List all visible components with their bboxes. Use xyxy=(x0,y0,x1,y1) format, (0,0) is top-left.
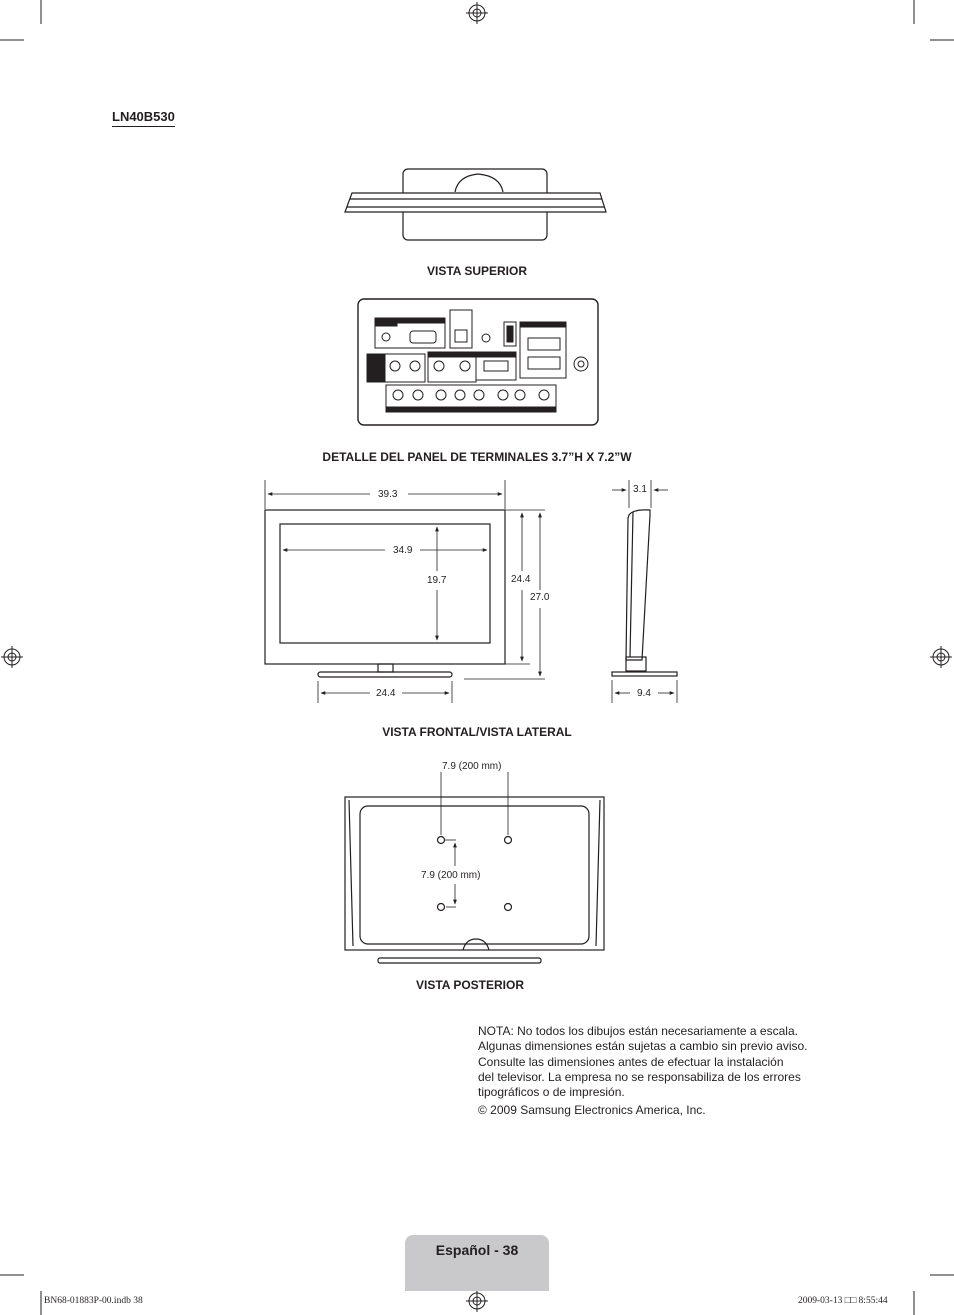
note-line: tipográficos o de impresión. xyxy=(478,1085,625,1100)
caption-front-side-view: VISTA FRONTAL/VISTA LATERAL xyxy=(382,725,572,739)
page-number-label: Español - 38 xyxy=(435,1242,519,1258)
dim-screen-height: 19.7 xyxy=(427,575,447,586)
registration-mark-top xyxy=(466,2,488,24)
disclaimer-note: NOTA: No todos los dibujos están necesar… xyxy=(478,1024,808,1119)
terminal-panel-drawing xyxy=(357,298,599,426)
note-line: Consulte las dimensiones antes de efectu… xyxy=(478,1054,784,1069)
rear-view-dimension-lines xyxy=(440,772,509,908)
dim-height-with-stand: 27.0 xyxy=(530,592,550,603)
dim-stand-depth: 9.4 xyxy=(637,688,651,699)
print-timestamp: 2009-03-13 □□ 8:55:44 xyxy=(798,1296,888,1306)
note-line: del televisor. La empresa no se responsa… xyxy=(478,1069,801,1084)
copyright: © 2009 Samsung Electronics America, Inc. xyxy=(478,1103,706,1118)
caption-rear-view: VISTA POSTERIOR xyxy=(415,978,524,992)
caption-top-view: VISTA SUPERIOR xyxy=(426,264,527,278)
rear-view-drawing xyxy=(344,796,605,964)
note-line: NOTA: No todos los dibujos están necesar… xyxy=(478,1024,798,1038)
front-view-drawing xyxy=(264,509,506,678)
registration-mark-left xyxy=(1,646,23,668)
model-number: LN40B530 xyxy=(112,109,175,127)
side-view-drawing xyxy=(611,509,678,677)
note-line: Algunas dimensiones están sujetas a camb… xyxy=(478,1039,808,1054)
dim-depth: 3.1 xyxy=(633,484,647,495)
side-view-dimension-lines xyxy=(611,480,678,703)
dim-vesa-vertical: 7.9 (200 mm) xyxy=(421,870,481,881)
dim-height-without-stand: 24.4 xyxy=(511,574,531,585)
print-file-info: BN68-01883P-00.indb 38 xyxy=(44,1296,143,1306)
registration-mark-bottom xyxy=(466,1290,488,1312)
dim-screen-width: 34.9 xyxy=(393,545,413,556)
page-number-tab xyxy=(405,1235,549,1291)
dim-stand-width: 24.4 xyxy=(376,688,396,699)
dim-vesa-horizontal: 7.9 (200 mm) xyxy=(442,761,502,772)
dim-overall-width: 39.3 xyxy=(378,489,398,500)
top-view-drawing xyxy=(344,168,607,241)
caption-terminal-detail: DETALLE DEL PANEL DE TERMINALES 3.7”H X … xyxy=(322,450,632,464)
registration-mark-right xyxy=(930,646,952,668)
front-view-dimension-lines xyxy=(264,480,545,703)
